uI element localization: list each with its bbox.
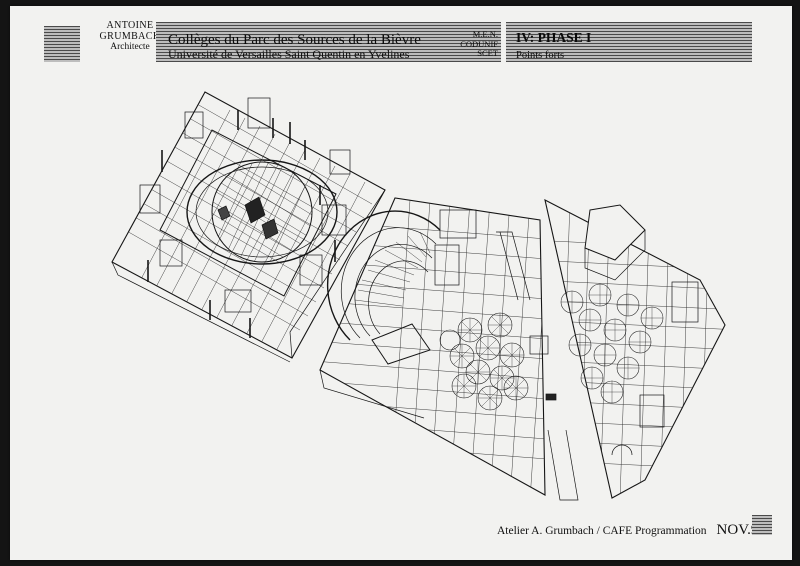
project-title-band <box>156 22 501 62</box>
college-c-block <box>544 198 726 499</box>
section-subtitle: Points forts <box>516 50 565 61</box>
architect-name-line1: ANTOINE <box>106 20 154 31</box>
code-codunif: CODUNIF <box>460 38 498 49</box>
architect-role: Architecte <box>110 42 150 52</box>
section-band <box>506 22 752 62</box>
tree-grove-c <box>560 283 664 404</box>
college-b-block <box>319 197 546 496</box>
central-avenue <box>496 231 579 501</box>
project-subtitle: Université de Versailles Saint Quentin e… <box>168 47 410 61</box>
drawing-footer: Atelier A. Grumbach / CAFE Programmation… <box>497 521 766 539</box>
code-men: M.E.N. <box>472 29 498 39</box>
architect-name-line2: GRUMBACH <box>99 31 161 42</box>
logo-stripe-block <box>44 26 80 62</box>
client-codes: M.E.N. CODUNIF SCET <box>452 29 498 59</box>
corner-stripe-block <box>752 515 772 535</box>
tree-grove-b <box>439 312 529 411</box>
section-title: IV: PHASE I <box>516 30 592 45</box>
footer-credit: Atelier A. Grumbach / CAFE Programmation <box>497 525 707 537</box>
architect-credit: ANTOINE GRUMBACH Architecte <box>70 20 190 53</box>
code-scet: SCET <box>477 48 498 58</box>
project-title: Collèges du Parc des Sources de la Bièvr… <box>168 32 421 48</box>
drawing-sheet <box>10 6 792 560</box>
